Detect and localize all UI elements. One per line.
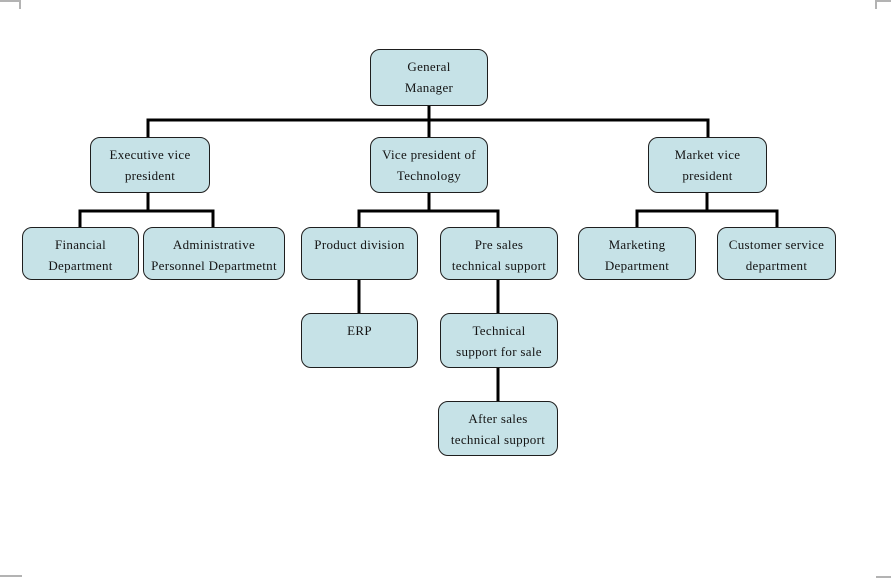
org-node-erp[interactable]: ERP <box>301 313 418 368</box>
node-label-line: support for sale <box>456 344 542 359</box>
org-node-customer-service-dept[interactable]: Customer service department <box>717 227 836 280</box>
org-node-market-vp[interactable]: Market vice president <box>648 137 767 193</box>
top-right-mark <box>875 0 891 9</box>
node-label-line: Personnel Departmetnt <box>151 258 277 273</box>
org-node-tech-support-for-sale[interactable]: Technical support for sale <box>440 313 558 368</box>
node-label-line: Executive vice <box>109 147 191 162</box>
org-node-product-division[interactable]: Product division <box>301 227 418 280</box>
org-node-vp-technology[interactable]: Vice president of Technology <box>370 137 488 193</box>
node-label-line: General <box>407 59 451 74</box>
org-node-pre-sales-support[interactable]: Pre sales technical support <box>440 227 558 280</box>
node-label-line: Product division <box>314 237 405 252</box>
node-label-line: Technology <box>396 168 462 183</box>
node-label-line: Manager <box>404 80 454 95</box>
node-label-line: Technical <box>472 323 526 338</box>
node-label-line: After sales <box>468 411 528 426</box>
node-label-line: department <box>745 258 808 273</box>
node-label-line: ERP <box>347 323 372 338</box>
org-node-after-sales-support[interactable]: After sales technical support <box>438 401 558 456</box>
node-label-line: Department <box>48 258 113 273</box>
node-label-line: Customer service <box>728 237 825 252</box>
node-label-line: Pre sales <box>474 237 524 252</box>
node-label-line: president <box>682 168 733 183</box>
org-node-executive-vp[interactable]: Executive vice president <box>90 137 210 193</box>
node-label-line: Marketing <box>608 237 666 252</box>
node-label-line: Department <box>604 258 670 273</box>
node-label-line: president <box>124 168 176 183</box>
node-label-line: Financial <box>54 237 107 252</box>
node-label-line: Administrative <box>172 237 256 252</box>
top-left-mark <box>0 0 21 9</box>
node-label-line: Vice president of <box>382 147 476 162</box>
node-label-line: technical support <box>451 258 547 273</box>
node-label-line: Market vice <box>674 147 741 162</box>
node-label-line: technical support <box>450 432 546 447</box>
